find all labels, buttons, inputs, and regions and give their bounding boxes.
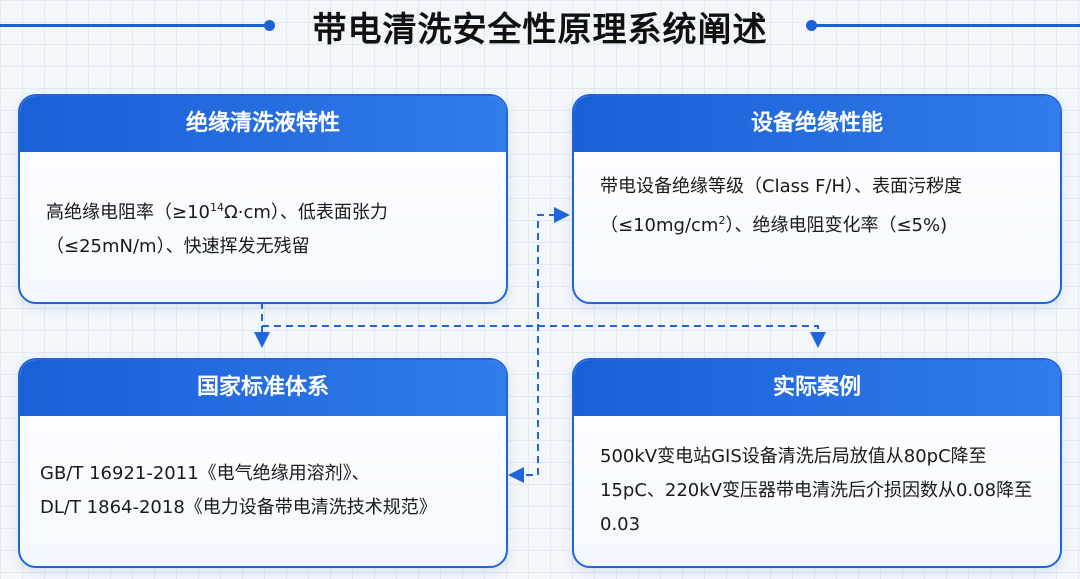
- card-body: 带电设备绝缘等级（Class F/H）、表面污秽度 （≤10mg/cm2）、绝缘…: [574, 152, 1060, 302]
- card-header: 实际案例: [574, 360, 1060, 416]
- text: ）、绝缘电阻变化率（≤5%): [725, 215, 948, 236]
- card-practical-cases: 实际案例 500kV变电站GIS设备清洗后局放值从80pC降至15pC、220k…: [572, 358, 1062, 568]
- card-header: 设备绝缘性能: [574, 96, 1060, 152]
- card-body: GB/T 16921-2011《电气绝缘用溶剂》、 DL/T 1864-2018《…: [20, 416, 506, 566]
- card-equipment-insulation: 设备绝缘性能 带电设备绝缘等级（Class F/H）、表面污秽度 （≤10mg/…: [572, 94, 1062, 304]
- text: 高绝缘电阻率（≥10: [46, 201, 210, 223]
- connector-to-standards: [508, 300, 539, 483]
- text: Ω·cm）、低表面张力（≤25mN/m）、快速挥发无残留: [46, 201, 388, 257]
- card-header: 绝缘清洗液特性: [20, 96, 506, 152]
- text: 带电设备绝缘等级（Class F/H）、表面污秽度 （≤10mg/cm: [600, 176, 963, 236]
- text: 500kV变电站GIS设备清洗后局放值从80pC降至15pC、220kV变压器带…: [600, 446, 1033, 535]
- superscript: 2: [718, 214, 726, 227]
- page-title: 带电清洗安全性原理系统阐述: [312, 10, 768, 50]
- card-header: 国家标准体系: [20, 360, 506, 416]
- title-dot-left: [264, 20, 275, 31]
- card-body: 500kV变电站GIS设备清洗后局放值从80pC降至15pC、220kV变压器带…: [574, 416, 1060, 566]
- card-body: 高绝缘电阻率（≥1014Ω·cm）、低表面张力（≤25mN/m）、快速挥发无残留: [20, 152, 506, 302]
- title-line-right: [810, 24, 1080, 27]
- text: DL/T 1864-2018《电力设备带电清洗技术规范》: [40, 497, 437, 518]
- connector-to-equipment: [537, 207, 570, 300]
- superscript: 14: [210, 200, 224, 214]
- title-line-left: [0, 24, 270, 27]
- connector-fluid-to-cases: [261, 302, 826, 348]
- card-fluid-properties: 绝缘清洗液特性 高绝缘电阻率（≥1014Ω·cm）、低表面张力（≤25mN/m）…: [18, 94, 508, 304]
- text: GB/T 16921-2011《电气绝缘用溶剂》、: [40, 463, 370, 484]
- card-national-standards: 国家标准体系 GB/T 16921-2011《电气绝缘用溶剂》、 DL/T 186…: [18, 358, 508, 568]
